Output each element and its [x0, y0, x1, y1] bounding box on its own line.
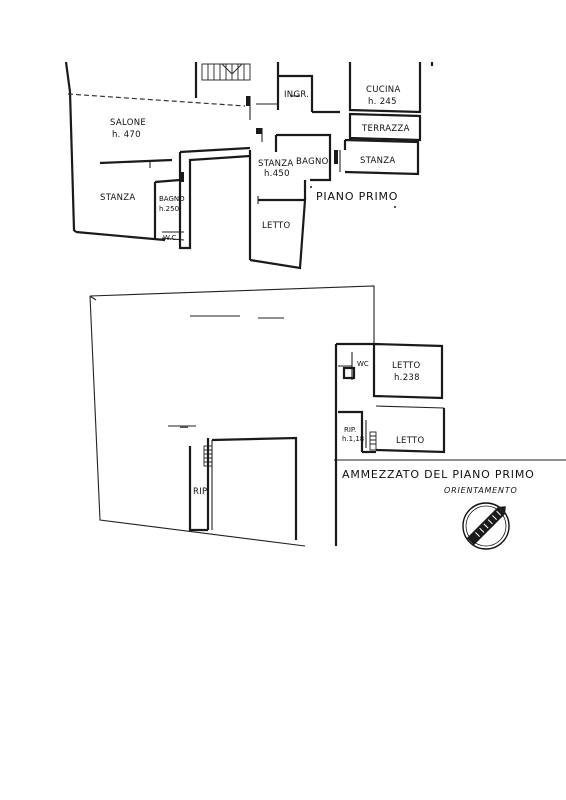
room-cucina-height: h. 245: [368, 97, 397, 107]
piano-primo-plan: [64, 61, 434, 270]
room-amm-letto-top-name: LETTO: [392, 361, 421, 371]
room-amm-rip-small-name: RIP.: [344, 426, 356, 434]
floor-primo-title: PIANO PRIMO: [316, 190, 398, 203]
stairs-top: [201, 63, 251, 81]
room-ingr-name: INGR.: [284, 90, 309, 100]
room-stanza-left-name: STANZA: [100, 193, 136, 203]
room-bagno-left-height: h.250: [159, 205, 179, 213]
room-terrazza-name: TERRAZZA: [361, 124, 410, 134]
room-stanza-mid-name: STANZA: [258, 159, 294, 169]
room-salone-height: h. 470: [112, 130, 141, 140]
room-amm-wc-name: WC: [357, 360, 369, 368]
ammezzato-plan: [89, 285, 566, 547]
room-cucina-name: CUCINA: [366, 85, 401, 95]
room-amm-rip-small-height: h.1,18: [342, 435, 364, 443]
room-bagno-mid-name: BAGNO: [296, 157, 329, 167]
floor-ammezzato-title: AMMEZZATO DEL PIANO PRIMO: [342, 468, 535, 481]
orientation-label: ORIENTAMENTO: [444, 486, 518, 495]
room-stanza-right-name: STANZA: [360, 156, 396, 166]
room-letto-name: LETTO: [262, 221, 291, 231]
room-amm-letto-bottom-name: LETTO: [396, 436, 425, 446]
room-amm-rip-left-name: RIP: [193, 487, 207, 497]
room-stanza-mid-height: h.450: [264, 169, 290, 179]
compass-icon: [462, 502, 510, 550]
room-wc-name: W.C.: [163, 234, 178, 242]
room-salone-name: SALONE: [110, 118, 146, 128]
room-bagno-left-name: BAGNO: [159, 195, 185, 203]
room-amm-letto-top-height: h.238: [394, 373, 420, 383]
stairs-ammezzato: [203, 431, 377, 467]
